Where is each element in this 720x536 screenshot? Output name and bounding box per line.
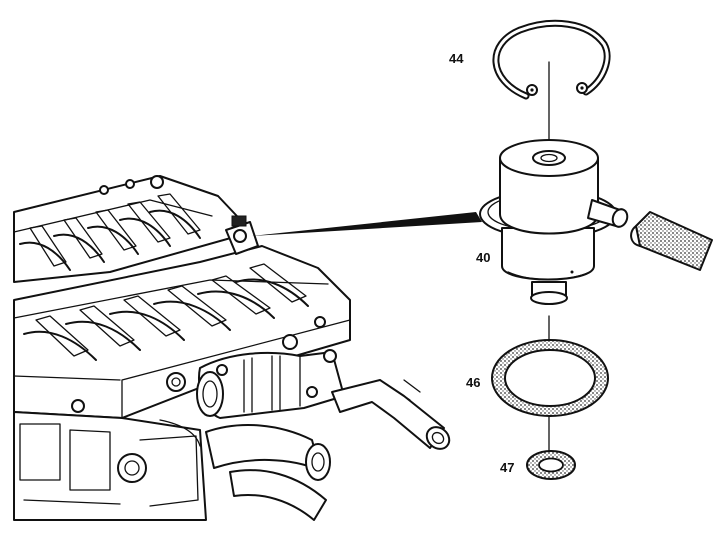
callout-46: 46: [466, 375, 481, 390]
callout-44: 44: [449, 51, 464, 66]
snap-ring-44: [492, 19, 611, 100]
engine-assembly: [13, 175, 451, 521]
gasket-46: [491, 339, 609, 417]
pressure-regulator-40: [479, 139, 629, 305]
vacuum-hose: [630, 211, 713, 271]
callout-47: 47: [500, 460, 515, 475]
callout-40: 40: [476, 250, 491, 265]
seal-47: [526, 450, 576, 480]
leader-pointer: [252, 212, 482, 236]
